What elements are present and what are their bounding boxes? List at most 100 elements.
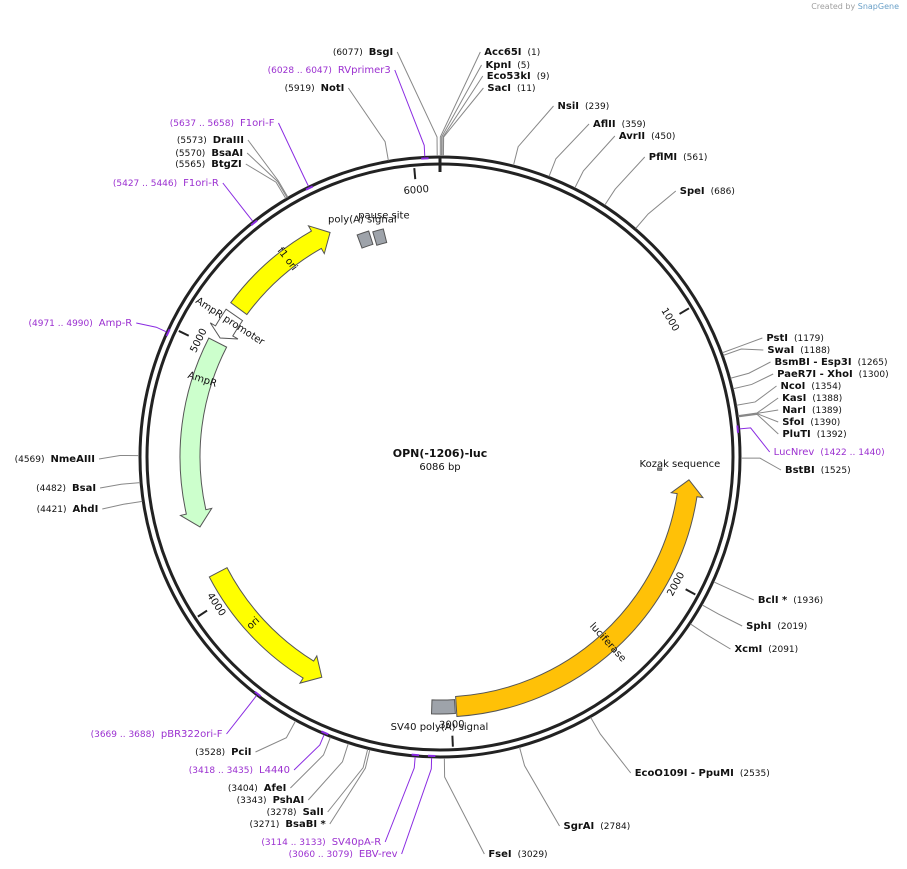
enzyme-leader bbox=[246, 152, 288, 198]
enzyme-label: (4421)AhdI bbox=[37, 504, 99, 515]
enzyme-name: Acc65I bbox=[484, 47, 521, 58]
primer-range: (1422 .. 1440) bbox=[820, 448, 884, 458]
enzyme-label: (4569) NmeAIII bbox=[15, 454, 95, 465]
enzyme-position: (5) bbox=[517, 61, 530, 71]
enzyme-name: SpeI bbox=[680, 186, 705, 197]
primer-leader bbox=[293, 734, 325, 771]
enzyme-label: (4482)BsaI bbox=[36, 483, 96, 494]
primer-mark bbox=[305, 185, 314, 191]
enzyme-site-swai: SwaI(1188) bbox=[723, 345, 830, 356]
credit-brand: SnapGene bbox=[857, 2, 899, 11]
enzyme-leader bbox=[100, 482, 141, 489]
primer-mark bbox=[411, 753, 420, 757]
enzyme-label: BsmBI - Esp3I (1265) bbox=[775, 357, 888, 368]
enzyme-name: BtgZI bbox=[211, 159, 242, 170]
feature-ampr bbox=[179, 337, 228, 528]
enzyme-site-psti: PstI(1179) bbox=[722, 333, 824, 354]
enzyme-position: (3404) bbox=[228, 784, 258, 794]
enzyme-name: NcoI bbox=[781, 381, 806, 392]
enzyme-name: DraIII bbox=[213, 135, 244, 146]
tick-mark bbox=[679, 307, 690, 315]
enzyme-site-ncoi: NcoI(1354) bbox=[736, 381, 842, 406]
enzyme-position: (1265) bbox=[858, 358, 888, 368]
primer-leader bbox=[136, 322, 167, 333]
enzyme-site-bsaai: (5570)BsaAI bbox=[175, 148, 288, 198]
enzyme-leader bbox=[519, 747, 560, 827]
enzyme-position: (1525) bbox=[821, 466, 851, 476]
enzyme-label: Acc65I(1) bbox=[484, 47, 540, 58]
enzyme-name: PflMI bbox=[649, 152, 677, 163]
tick-mark bbox=[413, 168, 417, 180]
enzyme-site-nsii: NsiI(239) bbox=[513, 101, 609, 166]
enzyme-position: (3528) bbox=[195, 748, 225, 758]
enzyme-label: (6077)BsgI bbox=[333, 47, 393, 58]
enzyme-leader bbox=[347, 87, 389, 161]
enzyme-leader bbox=[722, 337, 763, 354]
enzyme-label: BclI * (1936) bbox=[758, 595, 823, 606]
primer-site-ebv-rev: (3060 .. 3079)EBV-rev bbox=[289, 754, 436, 860]
enzyme-name: SalI bbox=[303, 807, 324, 818]
enzyme-leader bbox=[98, 455, 140, 460]
enzyme-leader bbox=[738, 413, 779, 423]
enzyme-position: (5573) bbox=[177, 136, 207, 146]
primer-leader bbox=[384, 756, 416, 843]
enzyme-label: FseI(3029) bbox=[488, 849, 547, 860]
enzyme-site-aflii: AflII(359) bbox=[548, 119, 646, 177]
primer-range: (6028 .. 6047) bbox=[268, 66, 332, 76]
primer-name: pBR322ori-F bbox=[161, 729, 223, 740]
primer-site-sv40pa-r: (3114 .. 3133) SV40pA-R bbox=[261, 753, 420, 848]
enzyme-position: (1936) bbox=[793, 596, 823, 606]
enzyme-position: (9) bbox=[537, 72, 550, 82]
enzyme-leader bbox=[443, 757, 485, 855]
primer-range: (3114 .. 3133) bbox=[261, 838, 325, 848]
feature-f1-ori bbox=[230, 224, 331, 316]
enzyme-leader bbox=[723, 348, 764, 356]
feature-pause-site bbox=[372, 228, 388, 246]
feature-label-kozak-sequence: Kozak sequence bbox=[640, 459, 721, 470]
enzyme-site-bstbi: BstBI(1525) bbox=[740, 457, 851, 476]
primer-name: SV40pA-R bbox=[332, 837, 381, 848]
enzyme-leader bbox=[736, 385, 777, 406]
primer-leader bbox=[222, 182, 254, 222]
enzyme-leader bbox=[548, 123, 590, 177]
enzyme-name: BclI * bbox=[758, 595, 788, 606]
primer-name: RVprimer3 bbox=[338, 65, 391, 76]
enzyme-position: (3271) bbox=[249, 820, 279, 830]
enzyme-position: (4569) bbox=[15, 455, 45, 465]
enzyme-label: SphI(2019) bbox=[746, 621, 807, 632]
primer-site-lucnrev: LucNrev(1422 .. 1440) bbox=[736, 425, 885, 458]
enzyme-name: BsaAI bbox=[211, 148, 243, 159]
feature-sv40-poly-a-signal bbox=[430, 699, 456, 715]
enzyme-position: (1392) bbox=[817, 430, 847, 440]
enzyme-name: BsaBI * bbox=[285, 819, 326, 830]
enzyme-leader bbox=[442, 87, 484, 157]
enzyme-site-saci: SacI(11) bbox=[442, 83, 536, 157]
enzyme-position: (5565) bbox=[175, 160, 205, 170]
enzyme-site-nmeaiii: (4569) NmeAIII bbox=[15, 454, 140, 465]
enzyme-site-ahdi: (4421)AhdI bbox=[37, 500, 143, 515]
feature-poly-a-signal bbox=[356, 230, 374, 249]
enzyme-position: (2019) bbox=[777, 622, 807, 632]
enzyme-site-sali: (3278)SalI bbox=[267, 749, 369, 818]
enzyme-name: NmeAIII bbox=[51, 454, 95, 465]
feature-ori bbox=[208, 567, 323, 684]
enzyme-leader bbox=[245, 163, 287, 199]
enzyme-label: EcoO109I - PpuMI(2535) bbox=[635, 768, 770, 779]
enzyme-position: (5919) bbox=[285, 84, 315, 94]
enzyme-leader bbox=[396, 51, 438, 157]
enzyme-position: (1390) bbox=[810, 418, 840, 428]
enzyme-site-ecoo109i-ppumi: EcoO109I - PpuMI(2535) bbox=[590, 717, 770, 779]
enzyme-label: (3528) PciI bbox=[195, 747, 251, 758]
enzyme-site-pcii: (3528) PciI bbox=[195, 720, 296, 758]
enzyme-name: BsmBI - Esp3I bbox=[775, 357, 852, 368]
enzyme-label: (3271) BsaBI * bbox=[249, 819, 326, 830]
enzyme-label: NcoI(1354) bbox=[781, 381, 842, 392]
enzyme-leader bbox=[255, 720, 296, 753]
enzyme-site-pshai: (3343)PshAI bbox=[237, 743, 349, 806]
enzyme-leader bbox=[740, 457, 782, 471]
enzyme-name: SwaI bbox=[767, 345, 794, 356]
primer-site-f1ori-f: (5637 .. 5658)F1ori-F bbox=[170, 118, 314, 191]
enzyme-name: AhdI bbox=[73, 504, 99, 515]
enzyme-name: PciI bbox=[231, 747, 251, 758]
